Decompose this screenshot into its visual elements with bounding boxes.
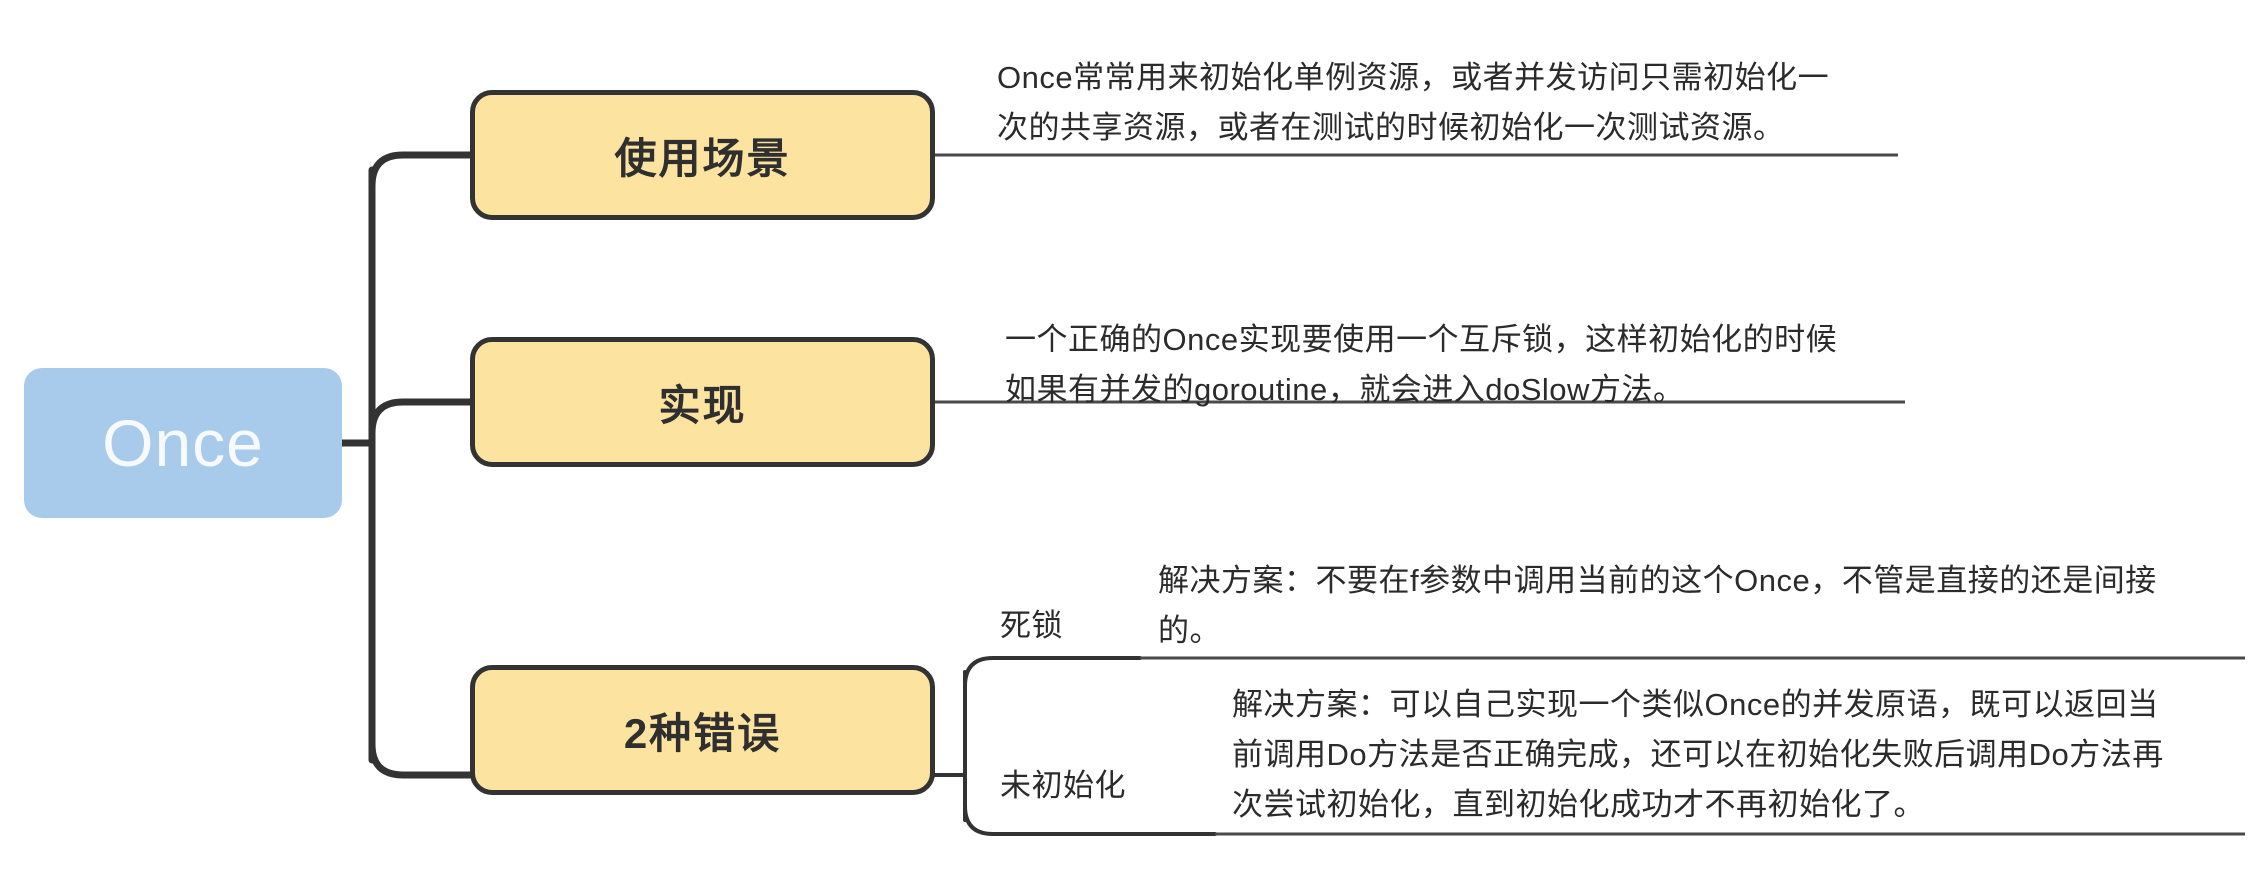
branch-node-two-errors[interactable]: 2种错误 bbox=[470, 665, 935, 795]
branch-node-label: 使用场景 bbox=[614, 134, 791, 182]
note-uninitialized-solution: 解决方案：可以自己实现一个类似Once的并发原语，既可以返回当 前调用Do方法是… bbox=[1232, 687, 2164, 822]
branch-node-usage-scenarios[interactable]: 使用场景 bbox=[470, 90, 935, 220]
note-usage-scenarios: Once常常用来初始化单例资源，或者并发访问只需初始化一 次的共享资源，或者在测… bbox=[997, 60, 1830, 145]
branch-node-implementation[interactable]: 实现 bbox=[470, 337, 935, 467]
note-deadlock-solution: 解决方案：不要在f参数中调用当前的这个Once，不管是直接的还是间接 的。 bbox=[1158, 563, 2157, 648]
sub-branch-label-uninitialized[interactable]: 未初始化 bbox=[1000, 768, 1126, 803]
branch-node-label: 2种错误 bbox=[623, 709, 782, 757]
sub-branch-label-deadlock[interactable]: 死锁 bbox=[1000, 608, 1063, 643]
note-implementation: 一个正确的Once实现要使用一个互斥锁，这样初始化的时候 如果有并发的gorou… bbox=[1005, 322, 1838, 407]
root-node-once[interactable]: Once bbox=[24, 368, 342, 518]
root-node-label: Once bbox=[102, 406, 264, 480]
branch-node-label: 实现 bbox=[658, 381, 747, 429]
